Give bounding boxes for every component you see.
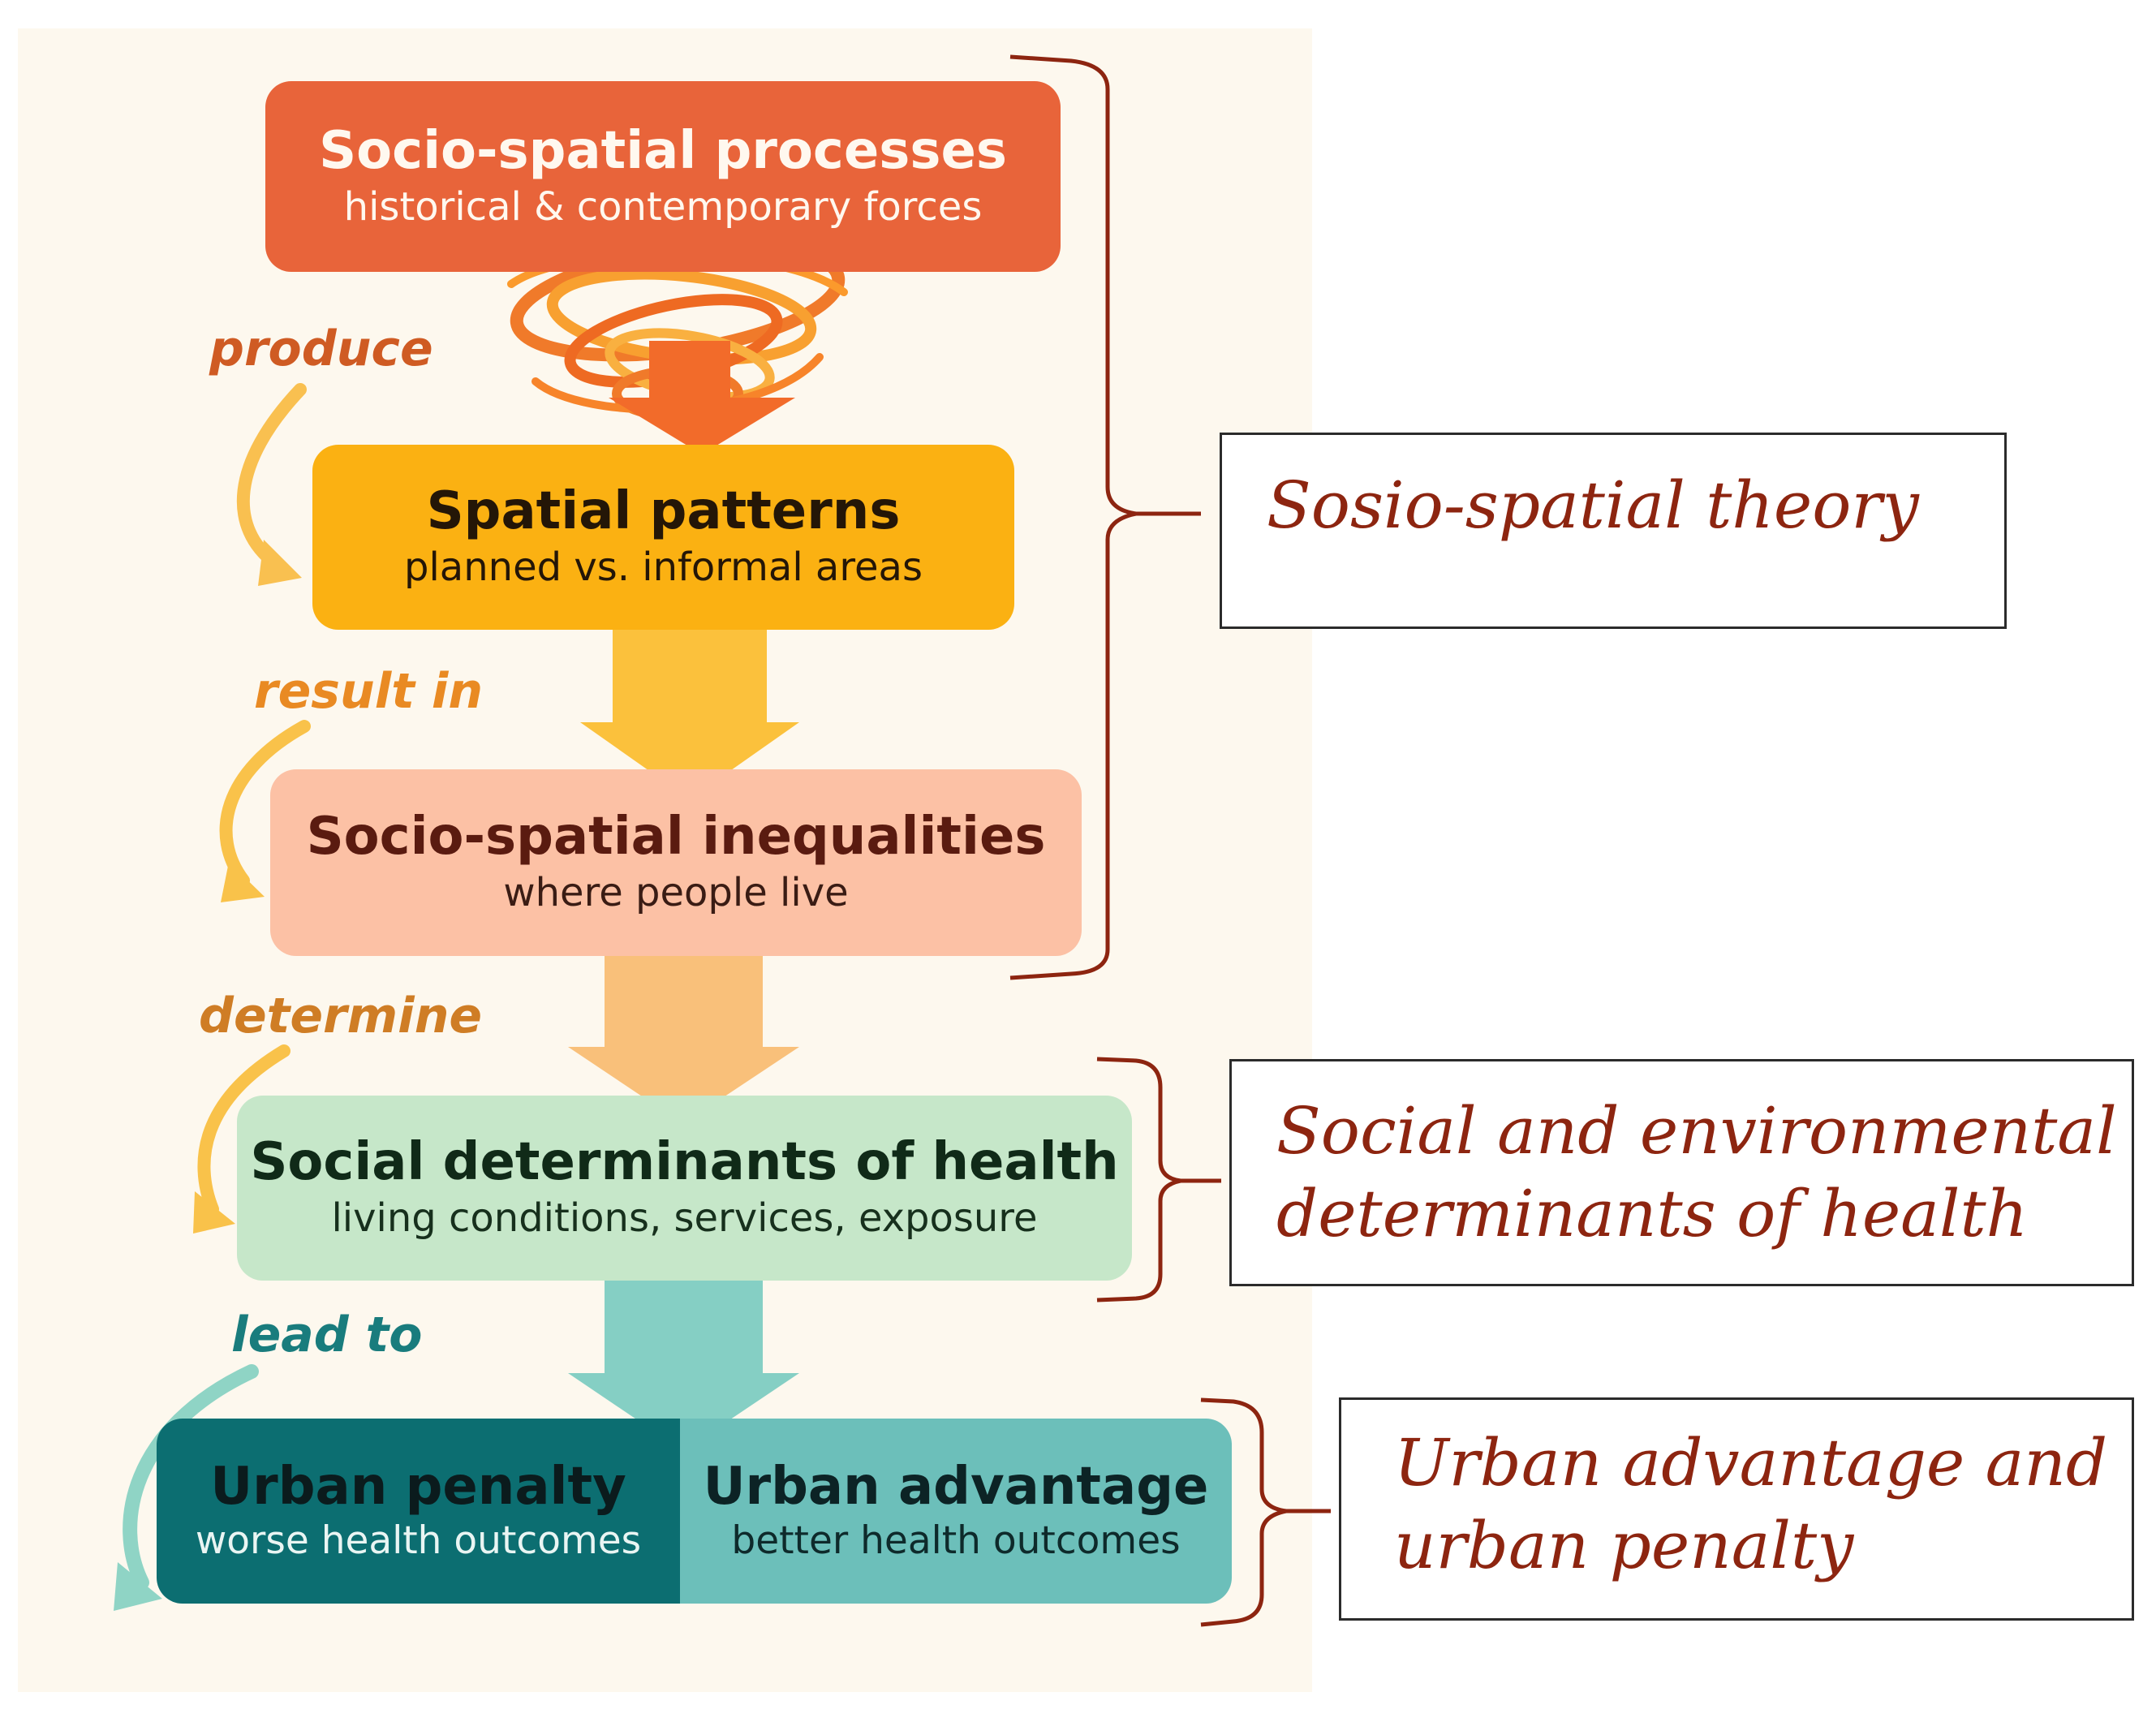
verb-determine: determine [199,988,483,1044]
box-title: Urban advantage [703,1456,1209,1517]
box-urban-penalty: Urban penalty worse health outcomes [157,1419,680,1604]
bracket-urban [1200,1397,1331,1627]
box-subtitle: worse health outcomes [195,1518,642,1563]
arrow-outcomes-icon [568,1281,799,1451]
box-urban-outcomes: Urban penalty worse health outcomes Urba… [157,1419,1232,1604]
box-title: Spatial patterns [426,481,901,542]
box-title: Socio-spatial inequalities [306,807,1046,868]
box-subtitle: planned vs. informal areas [404,545,923,591]
label-line: Urban advantage and [1394,1425,2108,1501]
box-subtitle: where people live [503,870,849,916]
curved-arrow-lead-icon [114,1364,259,1611]
label-line: determinants of health [1276,1176,2029,1252]
box-subtitle: historical & contemporary forces [343,183,983,230]
box-subtitle: living conditions, services, exposure [331,1195,1038,1242]
label-determinants-of-health: Social and environmental determinants of… [1229,1059,2134,1286]
arrow-inequalities-icon [580,629,799,799]
box-title: Socio-spatial processes [319,120,1007,181]
box-socio-spatial-processes: Socio-spatial processes historical & con… [265,81,1061,272]
curved-arrow-result-icon [219,720,311,902]
box-urban-advantage: Urban advantage better health outcomes [680,1419,1232,1604]
curved-arrow-determine-icon [193,1044,290,1234]
box-subtitle: better health outcomes [731,1518,1181,1563]
box-spatial-patterns: Spatial patterns planned vs. informal ar… [312,445,1014,630]
arrow-determinants-icon [568,956,799,1124]
verb-produce: produce [209,321,433,377]
label-socio-spatial-theory: Sosio-spatial theory [1220,433,2007,629]
label-line: Social and environmental [1276,1093,2117,1169]
curved-arrow-produce-icon [236,383,307,586]
bracket-determinants [1096,1057,1221,1302]
label-line: urban penalty [1394,1508,1854,1584]
verb-lead-to: lead to [231,1307,423,1363]
box-social-determinants: Social determinants of health living con… [237,1096,1132,1281]
arrow-patterns-icon [609,341,795,454]
label-urban-advantage-penalty: Urban advantage and urban penalty [1339,1397,2134,1621]
bracket-theory [1009,54,1201,980]
box-title: Urban penalty [210,1456,626,1517]
box-title: Social determinants of health [250,1132,1119,1193]
verb-result-in: result in [254,663,484,720]
box-socio-spatial-inequalities: Socio-spatial inequalities where people … [270,769,1082,956]
label-line: Sosio-spatial theory [1267,467,1919,543]
